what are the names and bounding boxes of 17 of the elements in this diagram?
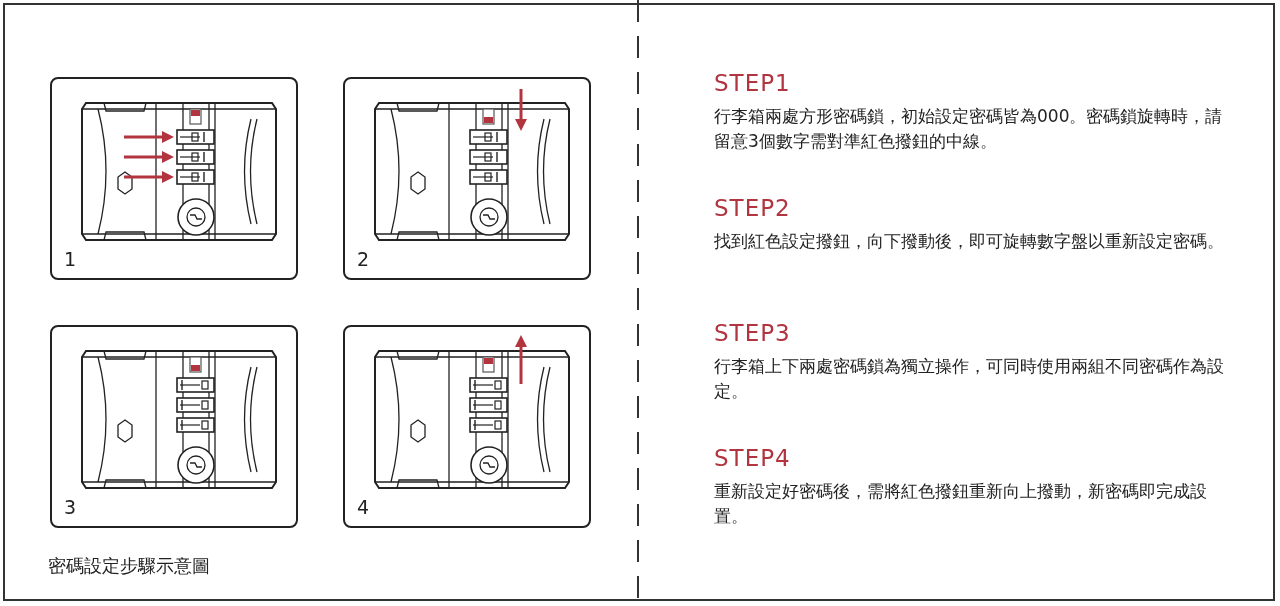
step-panel bbox=[50, 77, 298, 280]
step-panel bbox=[50, 325, 298, 528]
caption: 密碼設定步驟示意圖 bbox=[48, 554, 210, 578]
step-number: 4 bbox=[357, 496, 370, 518]
step-number: 2 bbox=[357, 248, 370, 270]
instruction-text: 找到紅色設定撥鈕，向下撥動後，即可旋轉數字盤以重新設定密碼。 bbox=[714, 230, 1225, 253]
step-number: 1 bbox=[64, 248, 77, 270]
step-panel bbox=[343, 77, 591, 280]
instruction-text: 重新設定好密碼後，需將紅色撥鈕重新向上撥動，新密碼即完成設置。 bbox=[714, 480, 1208, 528]
step-heading: STEP4 bbox=[714, 445, 791, 471]
step-panel bbox=[343, 325, 591, 528]
step-heading: STEP3 bbox=[714, 320, 791, 346]
instruction-text: 行李箱兩處方形密碼鎖，初始設定密碼皆為000。密碼鎖旋轉時，請留意3個數字需對準紅色撥鈕的中線。 bbox=[714, 105, 1224, 153]
instruction-text: 行李箱上下兩處密碼鎖為獨立操作，可同時使用兩組不同密碼作為設定。 bbox=[714, 355, 1225, 403]
step-number: 3 bbox=[64, 496, 77, 518]
step-heading: STEP2 bbox=[714, 195, 791, 221]
step-heading: STEP1 bbox=[714, 70, 791, 96]
